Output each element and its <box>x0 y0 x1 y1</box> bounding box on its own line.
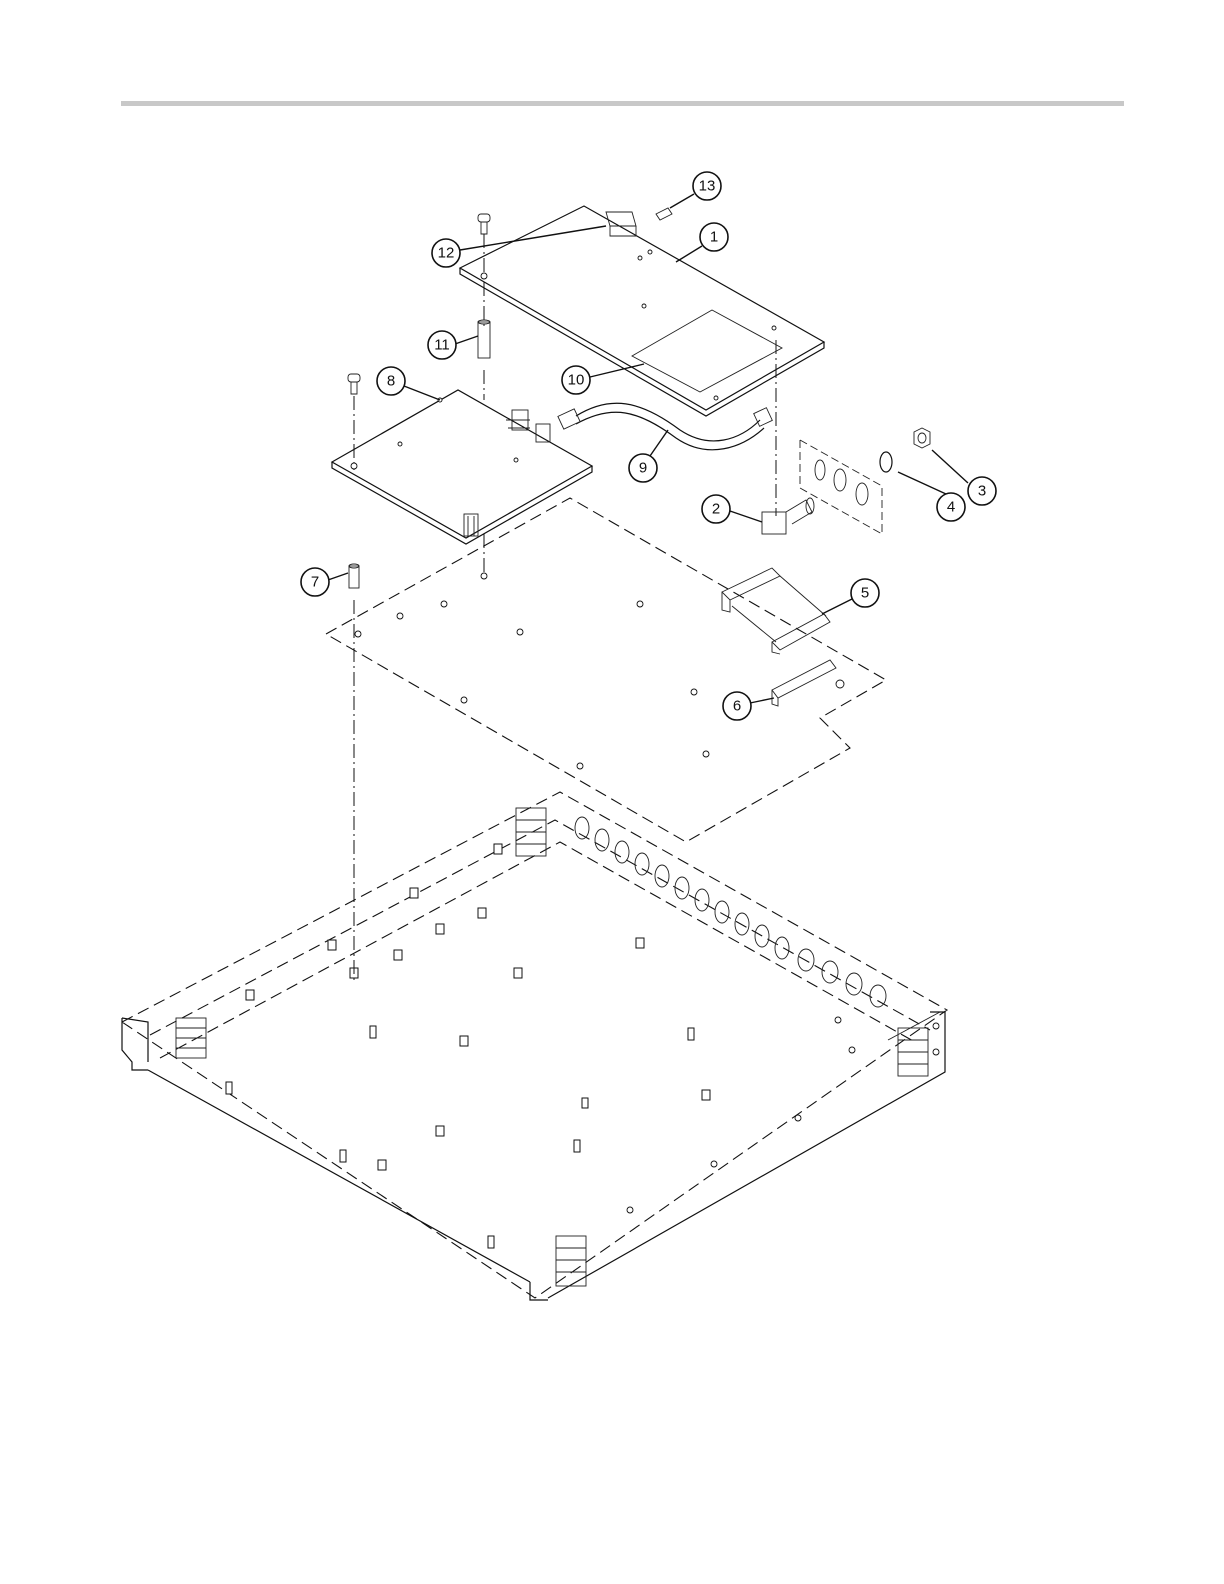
nut-3 <box>914 428 930 448</box>
callout-13: 13 <box>670 172 721 208</box>
lock-washer-4 <box>880 452 892 472</box>
svg-text:4: 4 <box>947 499 955 516</box>
svg-text:3: 3 <box>978 483 986 500</box>
svg-text:12: 12 <box>438 245 455 262</box>
callout-12: 12 <box>432 226 606 267</box>
board-1 <box>460 206 824 416</box>
svg-text:13: 13 <box>699 178 716 195</box>
bnc-connector-2 <box>762 498 814 534</box>
svg-text:8: 8 <box>387 373 395 390</box>
svg-text:10: 10 <box>568 372 585 389</box>
svg-text:11: 11 <box>434 337 450 354</box>
svg-text:9: 9 <box>639 460 647 477</box>
rear-panel-fragment <box>800 440 882 534</box>
screw-left <box>348 374 360 394</box>
callout-7: 7 <box>301 568 348 596</box>
callout-8: 8 <box>377 367 440 400</box>
standoff-7 <box>349 564 359 588</box>
main-board-outline <box>326 498 886 842</box>
ribbon-cable-5 <box>722 568 830 654</box>
callout-2: 2 <box>702 495 762 523</box>
callout-1: 1 <box>676 223 728 262</box>
board-connector-6 <box>772 660 836 706</box>
screw-13 <box>656 208 672 220</box>
svg-text:5: 5 <box>861 585 869 602</box>
callout-9: 9 <box>629 430 668 482</box>
callout-4: 4 <box>898 472 965 521</box>
svg-text:2: 2 <box>712 501 720 518</box>
svg-text:6: 6 <box>733 698 741 715</box>
board-8 <box>332 390 592 544</box>
callout-5: 5 <box>822 579 879 614</box>
callout-11: 11 <box>428 331 478 359</box>
callout-6: 6 <box>723 692 774 720</box>
screw-upper <box>478 214 490 234</box>
callout-10: 10 <box>562 364 644 394</box>
svg-text:1: 1 <box>710 229 718 246</box>
cable-9 <box>558 403 772 450</box>
svg-text:7: 7 <box>311 574 319 591</box>
chassis <box>122 792 947 1300</box>
